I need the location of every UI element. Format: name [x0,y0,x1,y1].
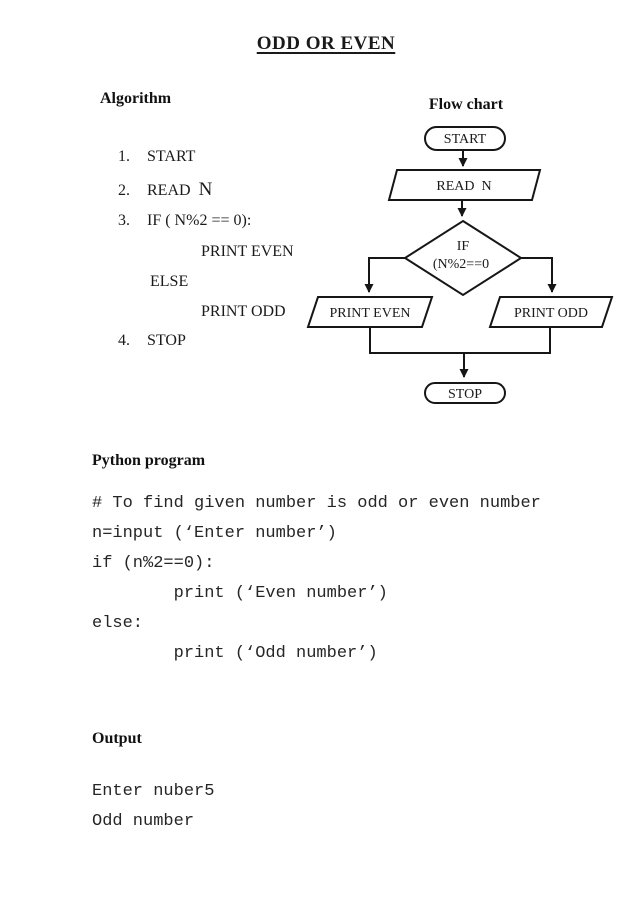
algorithm-heading: Algorithm [100,90,172,107]
flowchart-stop-label: STOP [448,387,482,402]
flowchart-print-odd-node [488,296,614,328]
step-text: ELSE [150,273,189,290]
flowchart-print-even-label: PRINT EVEN [329,306,410,321]
step-number: 4. [118,332,130,349]
step-text: IF ( N%2 == 0): [147,212,252,229]
flowchart-decision-label-line2: (N%2==0 [433,257,489,272]
step-number: 3. [118,212,130,229]
step-text: PRINT ODD [201,303,286,320]
arrow-decision-to-print-odd [521,257,557,293]
code-line: else: [92,614,144,633]
code-line: n=input (‘Enter number’) [92,524,337,543]
flowchart-read-label: READ N [436,179,491,194]
flowchart-print-even-node [306,296,434,328]
flowchart-heading: Flow chart [428,96,504,113]
flowchart-decision-node [403,219,523,297]
algorithm-step-print-even: PRINT EVEN [193,219,294,263]
flowchart-diagram: START READ N IF (N%2==0 PRINT EVEN PRINT… [306,126,614,404]
flowchart-start-node [424,126,506,151]
output-line: Odd number [92,812,195,831]
algorithm-step-4: 4. STOP [110,308,186,352]
algorithm-step-else: ELSE [142,249,188,293]
step-text: READ [147,182,195,199]
flowchart-read-node [387,169,542,201]
algorithm-step-2: 2. READ N [110,157,212,202]
algorithm-step-print-odd: PRINT ODD [193,279,286,323]
flowchart-decision-label-line1: IF [457,239,470,254]
code-line: # To find given number is odd or even nu… [92,494,541,513]
flowchart-stop-node [424,382,506,404]
python-code-block: # To find given number is odd or even nu… [92,489,541,669]
output-block: Enter nuber5 Odd number [92,777,214,837]
step-text-variable: N [198,179,213,200]
python-program-heading: Python program [92,452,206,469]
page-title: ODD OR EVEN [256,33,396,54]
step-text: START [147,148,196,165]
code-line: if (n%2==0): [92,554,215,573]
step-number: 1. [118,148,130,165]
output-heading: Output [92,730,142,747]
arrow-decision-to-print-even [364,257,405,293]
flowchart-start-label: START [444,132,487,147]
step-text: PRINT EVEN [201,243,294,260]
step-number: 2. [118,182,130,199]
algorithm-step-1: 1. START [110,124,195,168]
output-line: Enter nuber5 [92,782,215,801]
step-text: STOP [147,332,186,349]
code-line: print (‘Even number’) [92,584,388,603]
code-line: print (‘Odd number’) [92,644,378,663]
connector-merge [369,327,551,354]
algorithm-step-3: 3. IF ( N%2 == 0): [110,188,251,232]
flowchart-print-odd-label: PRINT ODD [514,306,588,321]
